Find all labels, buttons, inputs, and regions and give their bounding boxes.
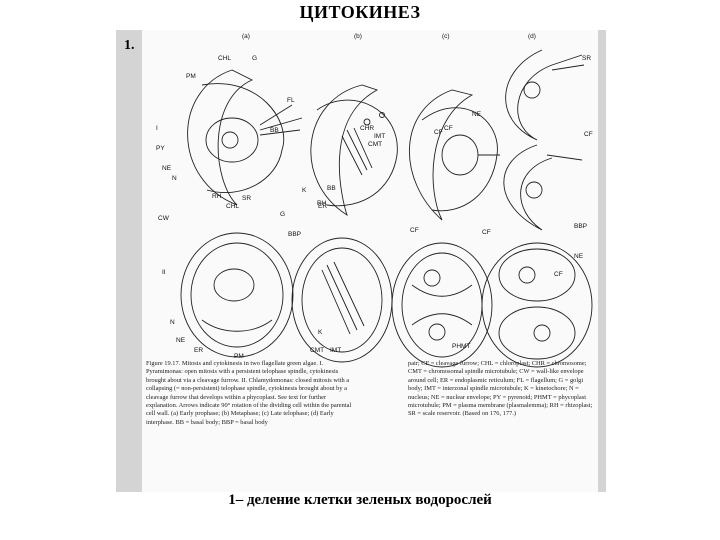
labels-bottom-row: CW CHL G BBP II ER CF CF BBP NE N NE ER PM K CMT IMT PHMT… [158,203,587,360]
figure-label: RH [317,200,327,207]
figure-label: CF [434,129,443,136]
figure-label: BB [327,185,336,192]
figure-label: K [302,187,307,194]
figure-label: N [170,319,175,326]
figure-label: BBP [574,223,587,230]
figure-label: K [318,329,323,336]
figure-label: I [156,125,158,132]
panel-number: 1. [124,38,135,53]
cell-top-d [503,49,585,231]
figure-label: ER [194,347,203,354]
figure-label: CHL [218,55,231,62]
column-tag: (b) [354,33,362,40]
figure-label: CF [410,227,419,234]
figure-label: PY [156,145,165,152]
cell-bottom-d [481,242,593,368]
cell-bottom-c [391,242,493,368]
column-tags: (a) (b) (c) (d) [242,33,536,40]
figure-label: ER [318,203,327,210]
figure-label: CMT [310,347,324,354]
figure-label: PM [234,353,244,360]
figure-label: CMT [368,141,382,148]
figure-label: PM [186,73,196,80]
column-tag: (a) [242,33,250,40]
figure-label: SR [242,195,251,202]
figure-label: FL [287,97,295,104]
figure-label: IMT [330,347,341,354]
figure-label: CF [554,271,563,278]
column-tag: (d) [528,33,536,40]
figure-label: PHMT [452,343,470,350]
figure-label: G [280,211,285,218]
page-title: ЦИТОКИНЕЗ [299,2,421,22]
cell-top-b [310,84,398,217]
figure-label: BB [270,127,279,134]
figure-caption-right: pair; CF = cleavage furrow; CHL = chloro… [408,360,593,418]
figure-label: SR [582,55,591,62]
figure-caption-left: Figure 19.17. Mitosis and cytokinesis in… [146,360,352,426]
figure-label: CF [584,131,593,138]
figure-label: RH [212,193,222,200]
figure-label: CF [444,125,453,132]
figure-label: CW [158,215,170,222]
figure-label: N [172,175,177,182]
column-tag: (c) [442,33,450,40]
figure-label: BBP [288,231,301,238]
figure-label: II [162,269,166,276]
cell-top-a [187,69,303,206]
figure-label: CHR [360,125,374,132]
cell-bottom-a [180,232,294,358]
cell-top-c [409,89,500,221]
figure-label: IMT [374,133,385,140]
figure-panel: 1. [116,30,606,492]
slide-caption: 1– деление клетки зеленых водорослей [228,492,492,508]
cell-bottom-b [291,237,393,363]
figure-label: NE [472,111,482,118]
figure-label: NE [574,253,584,260]
figure-label: NE [162,165,172,172]
figure-label: CF [482,229,491,236]
figure-label: G [252,55,257,62]
figure-label: NE [176,337,186,344]
figure-label: CHL [226,203,239,210]
